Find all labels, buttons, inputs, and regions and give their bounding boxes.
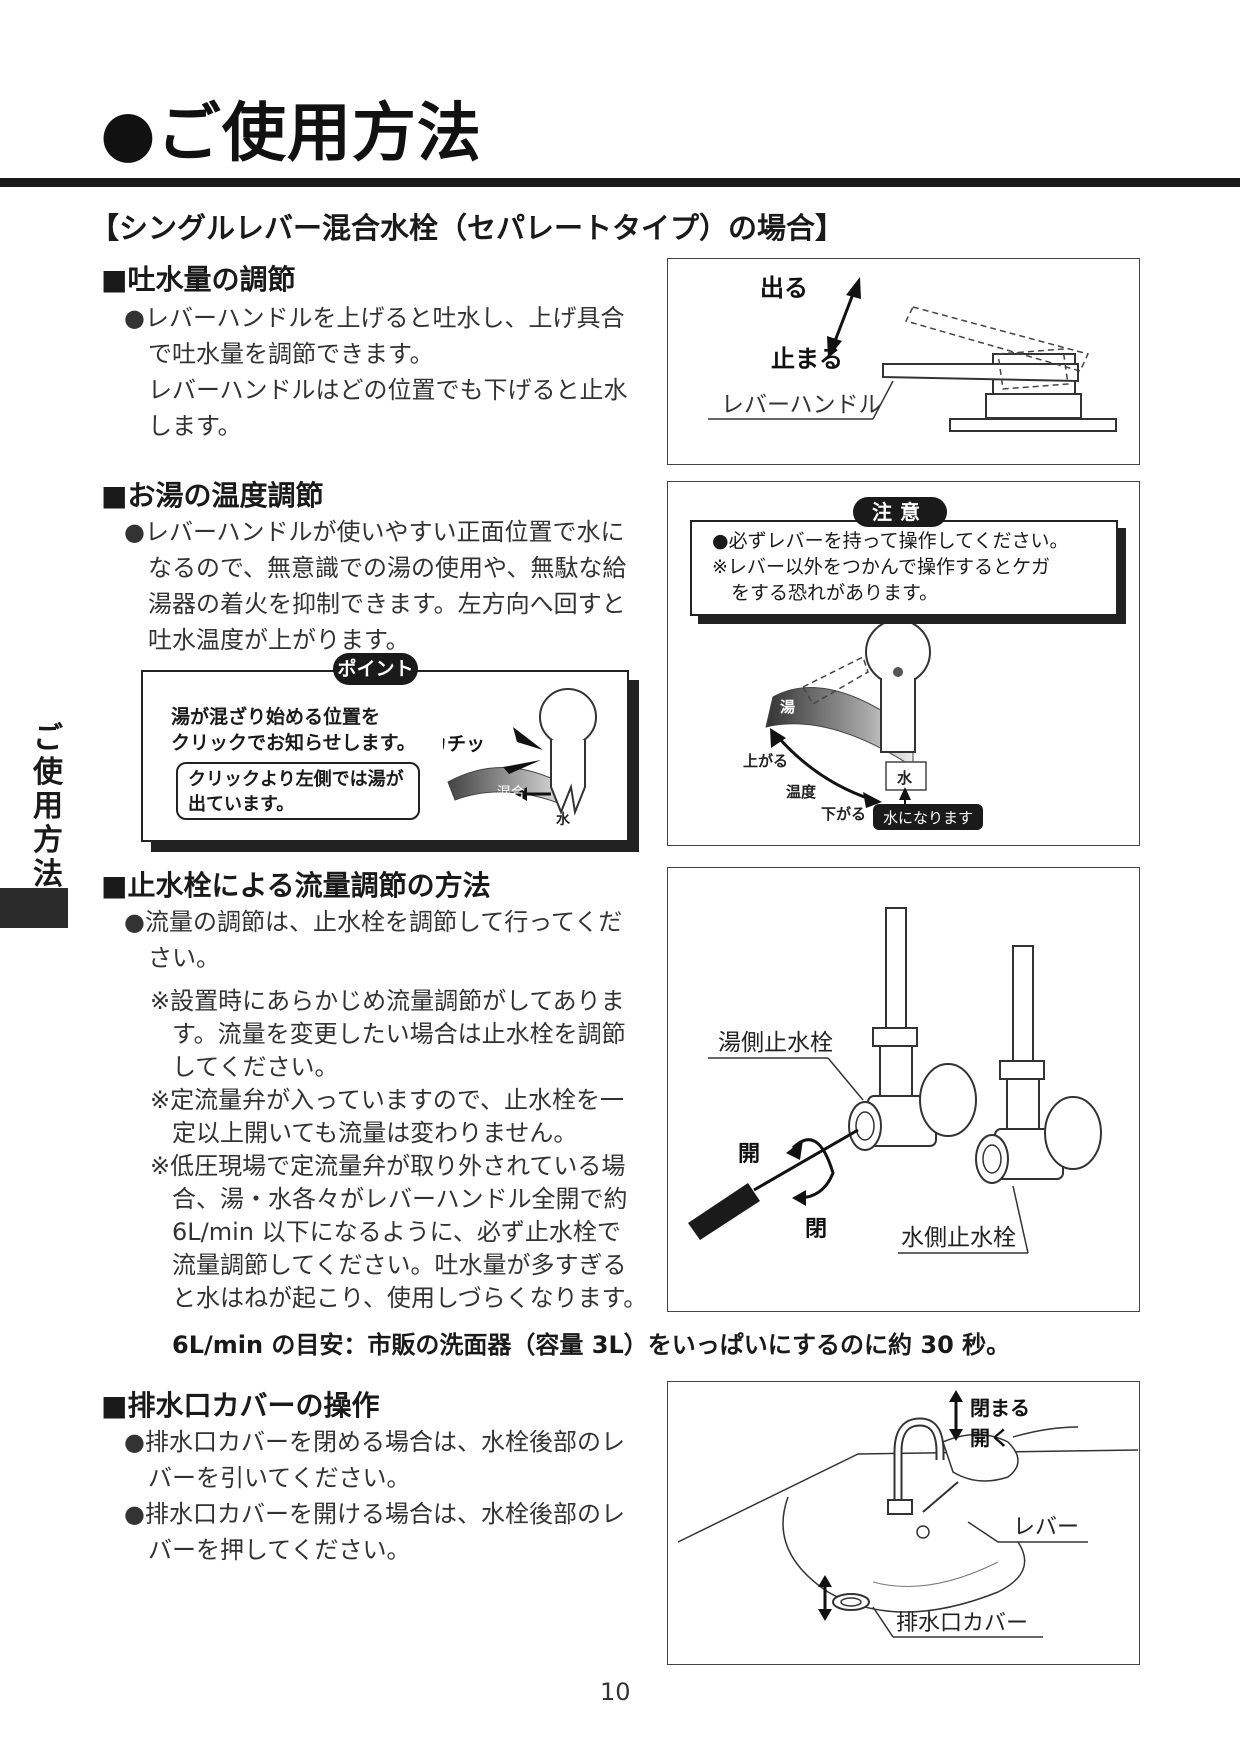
- side-tab-label: ご使用方法: [33, 721, 63, 892]
- body-line: レバーハンドルはどの位置でも下げると止水: [148, 376, 628, 404]
- note-line: 合、湯・水各々がレバーハンドル全開で約: [172, 1185, 628, 1213]
- body-line: なるので、無意識での湯の使用や、無駄な給: [148, 554, 627, 582]
- label-temp-up: 上がる: [743, 752, 788, 770]
- note-line: と水はねが起こり、使用しづらくなります。: [172, 1284, 648, 1312]
- body-line: ●流量の調節は、止水栓を調節して行ってくだ: [124, 908, 623, 936]
- section-body-flow: ●レバーハンドルを上げると吐水し、上げ具合 で吐水量を調節できます。 レバーハン…: [124, 300, 644, 444]
- note-block: ※定流量弁が入っていますので、止水栓を一 定以上開いても流量は変わりません。: [150, 1084, 650, 1150]
- drain-cover-illustration: 閉まる 開く レバー 排水口カバー: [677, 1390, 1139, 1638]
- stop-valve-notes: ※設置時にあらかじめ流量調節がしてありま す。流量を変更したい場合は止水栓を調節…: [150, 985, 650, 1315]
- point-text-line: 湯が混ざり始める位置を: [171, 706, 381, 728]
- point-text-line: クリックでお知らせします。: [171, 732, 416, 754]
- label-temp-down: 下がる: [821, 805, 866, 823]
- caution-text: ●必ずレバーを持って操作してください。 ※レバー以外をつかんで操作するとケガ を…: [712, 528, 1069, 606]
- note-line: してください。: [172, 1053, 339, 1081]
- label-mix: 混合: [823, 743, 854, 761]
- body-line: ●排水口カバーを開ける場合は、水栓後部のレ: [124, 1500, 625, 1528]
- point-text: 湯が混ざり始める位置を クリックでお知らせします。: [171, 704, 416, 756]
- body-line: さい。: [148, 944, 220, 972]
- section-body-drain-cover: ●排水口カバーを閉める場合は、水栓後部のレ バーを引いてください。 ●排水口カバ…: [124, 1424, 644, 1568]
- label-open: 出る: [760, 274, 808, 302]
- label-cold-valve: 水側止水栓: [901, 1225, 1016, 1251]
- label-close: 止まる: [771, 345, 843, 373]
- label-closes: 閉まる: [970, 1396, 1030, 1420]
- click-note-line: 出ています。: [188, 794, 295, 815]
- click-note: クリックより左側では湯が 出ています。: [176, 762, 420, 820]
- body-line: 吐水温度が上がります。: [148, 626, 410, 654]
- body-line: で吐水量を調節できます。: [148, 340, 434, 368]
- click-note-line: クリックより左側では湯が: [188, 769, 404, 790]
- label-lever-handle: レバーハンドル: [721, 392, 882, 418]
- note-block: ※低圧現場で定流量弁が取り外されている場 合、湯・水各々がレバーハンドル全開で約…: [150, 1150, 650, 1315]
- caution-line: ※レバー以外をつかんで操作するとケガ: [712, 556, 1050, 578]
- label-valve-open: 開: [738, 1142, 760, 1167]
- page-title: ●ご使用方法: [100, 97, 482, 171]
- body-line: ●排水口カバーを閉める場合は、水栓後部のレ: [124, 1428, 625, 1456]
- body-line: バーを押してください。: [148, 1536, 411, 1564]
- note-line: ※低圧現場で定流量弁が取り外されている場: [150, 1152, 626, 1180]
- body-line: ●レバーハンドルが使いやすい正面位置で水に: [124, 518, 625, 546]
- label-drain-cover: 排水口カバー: [896, 1611, 1028, 1636]
- body-line: バーを引いてください。: [148, 1464, 411, 1492]
- flow-rate-guide: 6L/min の目安：市販の洗面器（容量 3L）をいっぱいにするのに約 30 秒…: [172, 1331, 1011, 1359]
- section-heading-drain-cover: ■排水口カバーの操作: [101, 1389, 380, 1422]
- section-body-temperature: ●レバーハンドルが使いやすい正面位置で水に なるので、無意識での湯の使用や、無駄…: [124, 514, 644, 658]
- side-tab-marker: [0, 888, 68, 928]
- section-heading-temperature: ■お湯の温度調節: [101, 479, 324, 512]
- figure-drain-cover: 閉まる 開く レバー 排水口カバー: [667, 1381, 1140, 1665]
- label-hot-valve: 湯側止水栓: [718, 1030, 833, 1056]
- caution-line: ●必ずレバーを持って操作してください。: [712, 530, 1069, 552]
- water-badge: 水になります: [883, 809, 973, 827]
- click-sound: カチッ: [443, 733, 485, 755]
- click-illustration: 混合 水 カチッ: [443, 688, 597, 828]
- note-line: 6L/min 以下になるように、必ず止水栓で: [172, 1218, 621, 1246]
- body-line: ●レバーハンドルを上げると吐水し、上げ具合: [124, 304, 625, 332]
- page-number: 10: [600, 1678, 631, 1706]
- point-water-label: 水: [556, 811, 571, 828]
- label-opens: 開く: [970, 1426, 1010, 1450]
- header-rule: [0, 178, 1240, 187]
- body-line: 湯器の着火を抑制できます。左方向へ回すと: [148, 590, 626, 618]
- note-line: ※定流量弁が入っていますので、止水栓を一: [150, 1086, 624, 1114]
- caution-line: をする恐れがあります。: [712, 582, 939, 604]
- point-mix-label: 混合: [497, 785, 525, 801]
- stop-valves-illustration: 湯側止水栓 水側止水栓 開 閉: [688, 907, 1102, 1254]
- page-subtitle: 【シングルレバー混合水栓（セパレートタイプ）の場合】: [90, 211, 845, 245]
- figure-stop-valves: 湯側止水栓 水側止水栓 開 閉: [667, 867, 1140, 1312]
- lever-handle-illustration: 出る 止まる レバーハンドル: [708, 274, 1117, 432]
- note-line: 流量調節してください。吐水量が多すぎる: [172, 1251, 627, 1279]
- note-line: す。流量を変更したい場合は止水栓を調節: [172, 1020, 626, 1048]
- note-block: ※設置時にあらかじめ流量調節がしてありま す。流量を変更したい場合は止水栓を調節…: [150, 985, 650, 1084]
- caution-badge: 注意: [853, 497, 947, 527]
- label-hot: 湯: [780, 698, 795, 716]
- label-temp: 温度: [786, 783, 817, 801]
- label-water: 水: [897, 769, 913, 787]
- label-lever: レバー: [1013, 1515, 1079, 1540]
- point-badge: ポイント: [333, 653, 418, 685]
- note-line: ※設置時にあらかじめ流量調節がしてありま: [150, 987, 625, 1015]
- section-heading-stop-valve: ■止水栓による流量調節の方法: [101, 869, 491, 902]
- section-heading-flow: ■吐水量の調節: [101, 263, 296, 296]
- note-line: 定以上開いても流量は変わりません。: [172, 1119, 578, 1147]
- section-body-stop-valve: ●流量の調節は、止水栓を調節して行ってくだ さい。: [124, 904, 644, 976]
- label-valve-close: 閉: [805, 1217, 827, 1242]
- temperature-illustration: 水になります 湯 混合 水 上がる 温度 下がる: [743, 619, 983, 830]
- figure-lever-handle: 出る 止まる レバーハンドル: [667, 258, 1140, 465]
- body-line: します。: [148, 412, 242, 440]
